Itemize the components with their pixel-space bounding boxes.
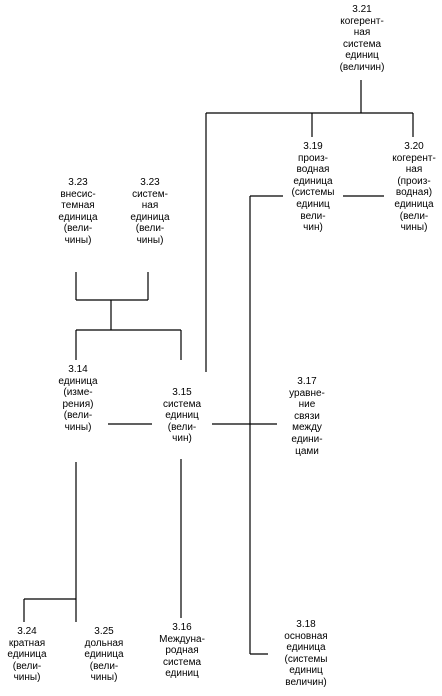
term-3-15-system-of-units: 3.15 система единиц (вели- чин)	[152, 387, 212, 445]
term-3-25-submultiple-unit: 3.25 дольная единица (вели- чины)	[74, 626, 134, 684]
term-3-23-system-unit: 3.23 систем- ная единица (вели- чины)	[120, 177, 180, 247]
term-3-16-international-system: 3.16 Междуна- родная система единиц	[150, 622, 214, 680]
term-3-20-coherent-derived-unit: 3.20 когерент- ная (произ- водная) едини…	[384, 141, 442, 234]
term-3-21-coherent-system: 3.21 когерент- ная система единиц (велич…	[332, 4, 392, 74]
term-3-24-multiple-unit: 3.24 кратная единица (вели- чины)	[0, 626, 54, 684]
term-3-23-off-system-unit: 3.23 внесис- темная единица (вели- чины)	[48, 177, 108, 247]
term-3-14-unit-of-measurement: 3.14 единица (изме- рения) (вели- чины)	[48, 364, 108, 434]
term-3-19-derived-unit: 3.19 произ- водная единица (системы един…	[283, 141, 343, 234]
term-3-17-unit-equation: 3.17 уравне- ние связи между едини- цами	[277, 376, 337, 458]
term-3-18-base-unit: 3.18 основная единица (системы единиц ве…	[274, 619, 338, 689]
